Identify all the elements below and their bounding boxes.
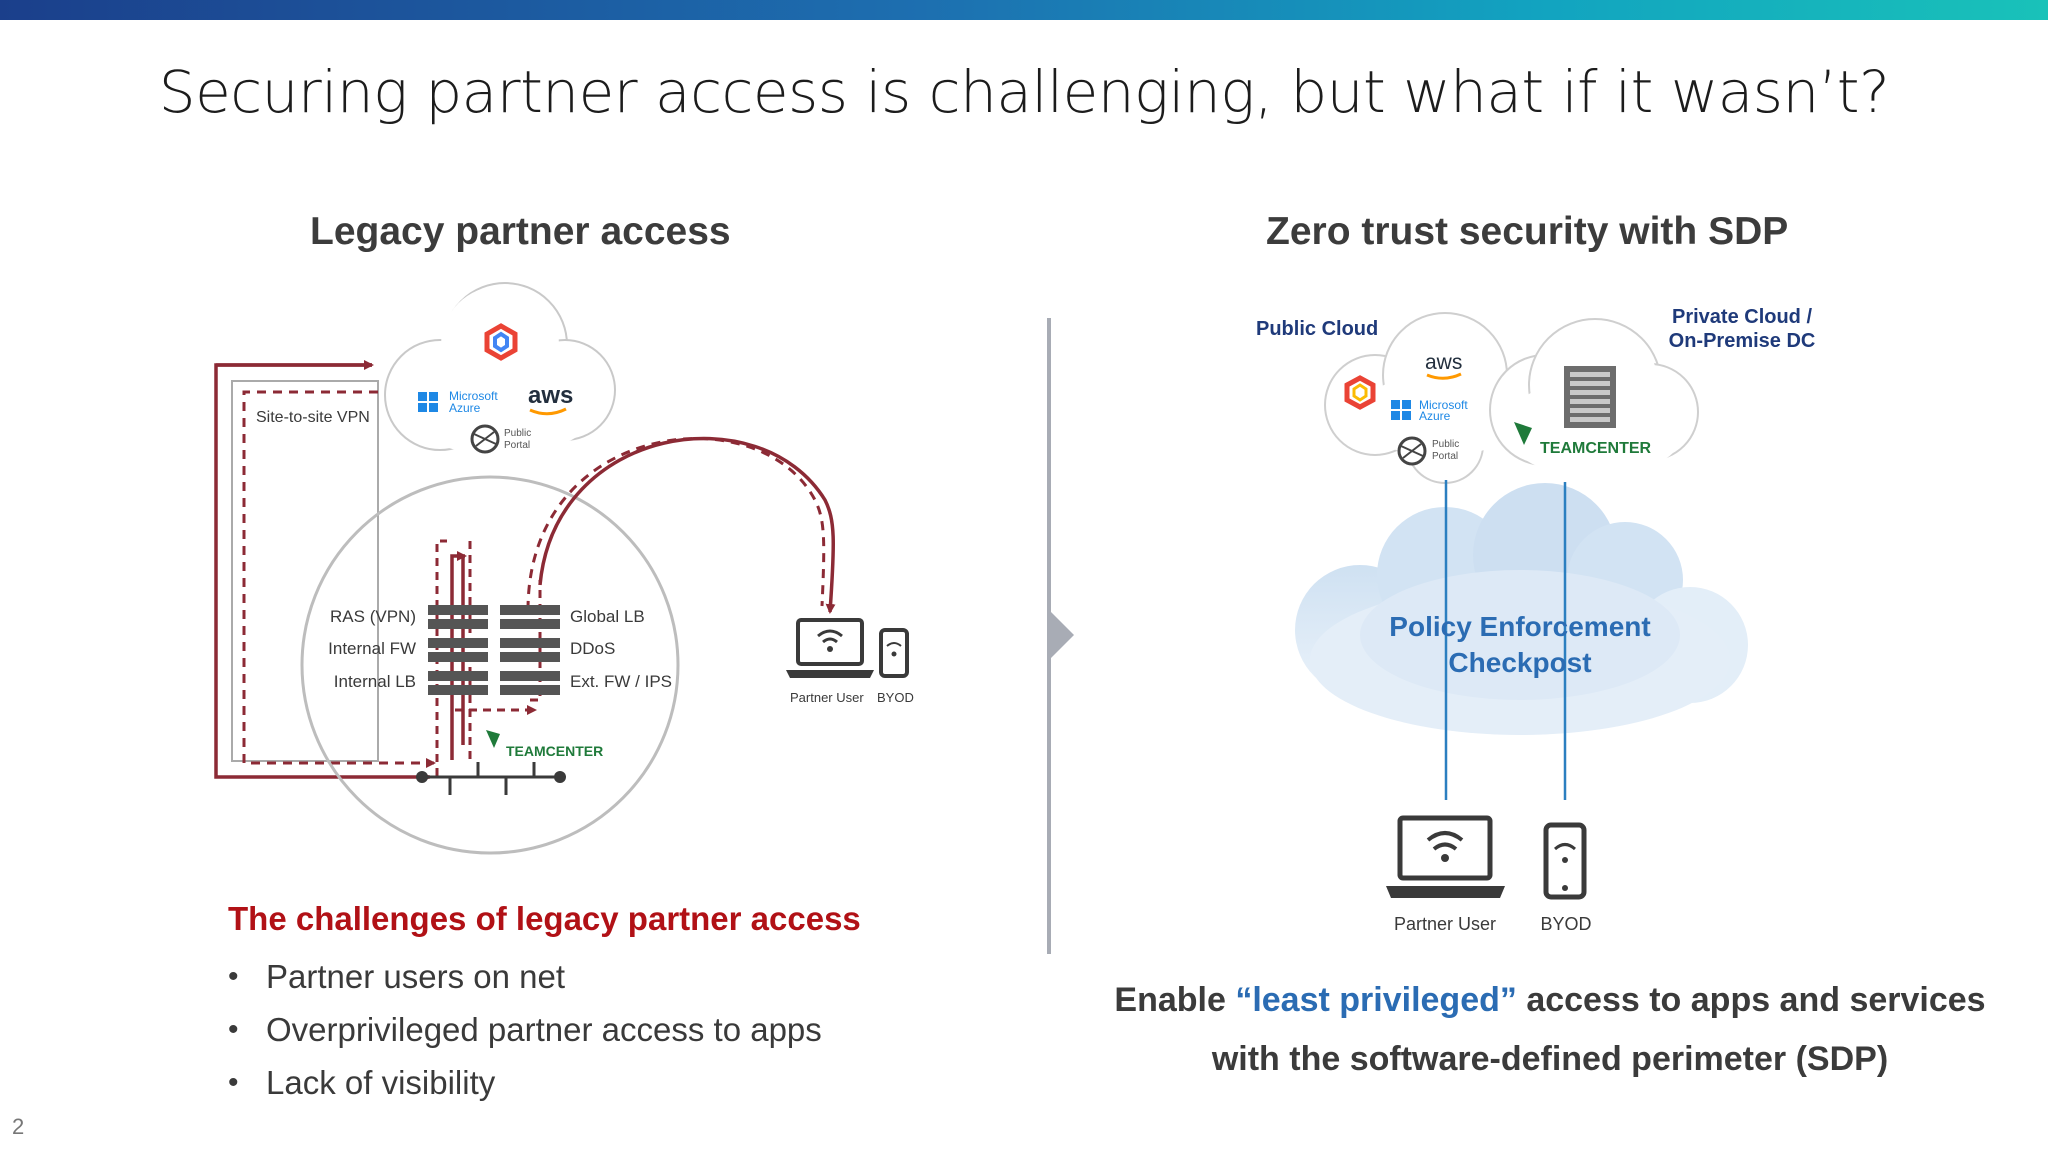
challenge-item: Partner users on net <box>228 950 822 1003</box>
public-cloud-shape <box>1324 312 1520 484</box>
svg-text:Public: Public <box>504 428 531 439</box>
partner-user-label: Partner User <box>790 690 864 705</box>
checkpost-label-line2: Checkpost <box>1448 647 1591 678</box>
partner-dashed-arc <box>526 437 826 611</box>
public-portal-icon: Public Portal <box>1397 436 1459 466</box>
divider-arrow-icon <box>1050 611 1074 659</box>
azure-icon: Microsoft Azure <box>1391 398 1468 423</box>
partner-laptop-icon <box>786 618 874 678</box>
azure-icon: Microsoft Azure <box>418 389 498 415</box>
site-to-site-label: Site-to-site VPN <box>256 409 370 426</box>
svg-text:Microsoft: Microsoft <box>1419 398 1468 412</box>
data-center-server-icon <box>1564 366 1616 428</box>
ext-fw-ips-label: Ext. FW / IPS <box>570 672 672 691</box>
ddos-label: DDoS <box>570 639 615 658</box>
zero-trust-heading: Zero trust security with SDP <box>1266 210 1789 253</box>
svg-text:Public: Public <box>1432 439 1459 450</box>
legacy-diagram: Microsoft Azure aws Public Portal Site-t… <box>214 282 914 855</box>
google-cloud-icon <box>484 323 518 361</box>
page-number: 2 <box>12 1114 25 1139</box>
challenges-title: The challenges of legacy partner access <box>228 900 861 937</box>
on-premise-label: On-Premise DC <box>1669 330 1816 352</box>
global-lb-label: Global LB <box>570 607 645 626</box>
challenge-item: Overprivileged partner access to apps <box>228 1003 822 1056</box>
byod-phone-icon <box>1543 822 1587 900</box>
policy-checkpost-cloud <box>1295 483 1748 735</box>
google-cloud-icon <box>1344 375 1376 410</box>
legacy-heading: Legacy partner access <box>310 210 731 253</box>
teamcenter-logo-icon: TEAMCENTER <box>1514 422 1652 457</box>
enable-statement-line2: with the software-defined perimeter (SDP… <box>1211 1040 1889 1078</box>
challenge-item: Lack of visibility <box>228 1056 822 1109</box>
section-divider <box>1047 318 1051 954</box>
svg-text:TEAMCENTER: TEAMCENTER <box>506 743 603 759</box>
corporate-network-circle <box>300 475 680 855</box>
legacy-cloud <box>384 282 616 455</box>
left-server-stack-icon <box>428 605 488 695</box>
enable-prefix: Enable <box>1114 981 1236 1019</box>
inner-dashed-path <box>435 539 447 776</box>
internal-fw-label: Internal FW <box>328 639 416 658</box>
svg-text:Azure: Azure <box>449 401 481 415</box>
byod-label: BYOD <box>1540 914 1591 934</box>
teamcenter-logo-icon: TEAMCENTER <box>486 730 603 759</box>
ras-vpn-label: RAS (VPN) <box>330 607 416 626</box>
partner-laptop-icon <box>1386 815 1505 898</box>
svg-text:Portal: Portal <box>1432 451 1458 462</box>
challenges-list: Partner users on net Overprivileged part… <box>228 950 822 1109</box>
site-vpn-dashed-arrow <box>242 390 436 768</box>
byod-label: BYOD <box>877 690 914 705</box>
slide-title: Securing partner access is challenging, … <box>158 58 1890 126</box>
svg-text:Portal: Portal <box>504 440 530 451</box>
aws-icon: aws <box>1425 351 1462 380</box>
svg-text:TEAMCENTER: TEAMCENTER <box>1540 440 1652 457</box>
vpn-bounding-box <box>231 380 379 762</box>
svg-text:aws: aws <box>528 382 573 409</box>
aws-icon: aws <box>528 382 573 416</box>
least-privileged-highlight: “least privileged” <box>1235 981 1517 1019</box>
checkpost-label-line1: Policy Enforcement <box>1389 611 1650 642</box>
right-server-stack-icon <box>500 605 560 695</box>
internal-lb-label: Internal LB <box>334 672 416 691</box>
enable-statement-line1: Enable “least privileged” access to apps… <box>1060 981 2040 1020</box>
public-portal-icon: Public Portal <box>470 424 531 454</box>
byod-phone-icon <box>879 628 909 678</box>
private-cloud-label: Private Cloud / <box>1672 306 1812 328</box>
sdp-diagram: Public Cloud Private Cloud / On-Premise … <box>1256 306 1815 934</box>
network-bus <box>416 762 566 795</box>
top-accent-bar <box>0 0 2048 20</box>
svg-text:Microsoft: Microsoft <box>449 389 498 403</box>
svg-text:Azure: Azure <box>1419 409 1451 423</box>
public-cloud-label: Public Cloud <box>1256 318 1378 340</box>
partner-user-label: Partner User <box>1394 914 1496 934</box>
enable-suffix: access to apps and services <box>1516 981 1986 1019</box>
svg-text:aws: aws <box>1425 351 1462 374</box>
partner-solid-arc <box>538 436 836 614</box>
